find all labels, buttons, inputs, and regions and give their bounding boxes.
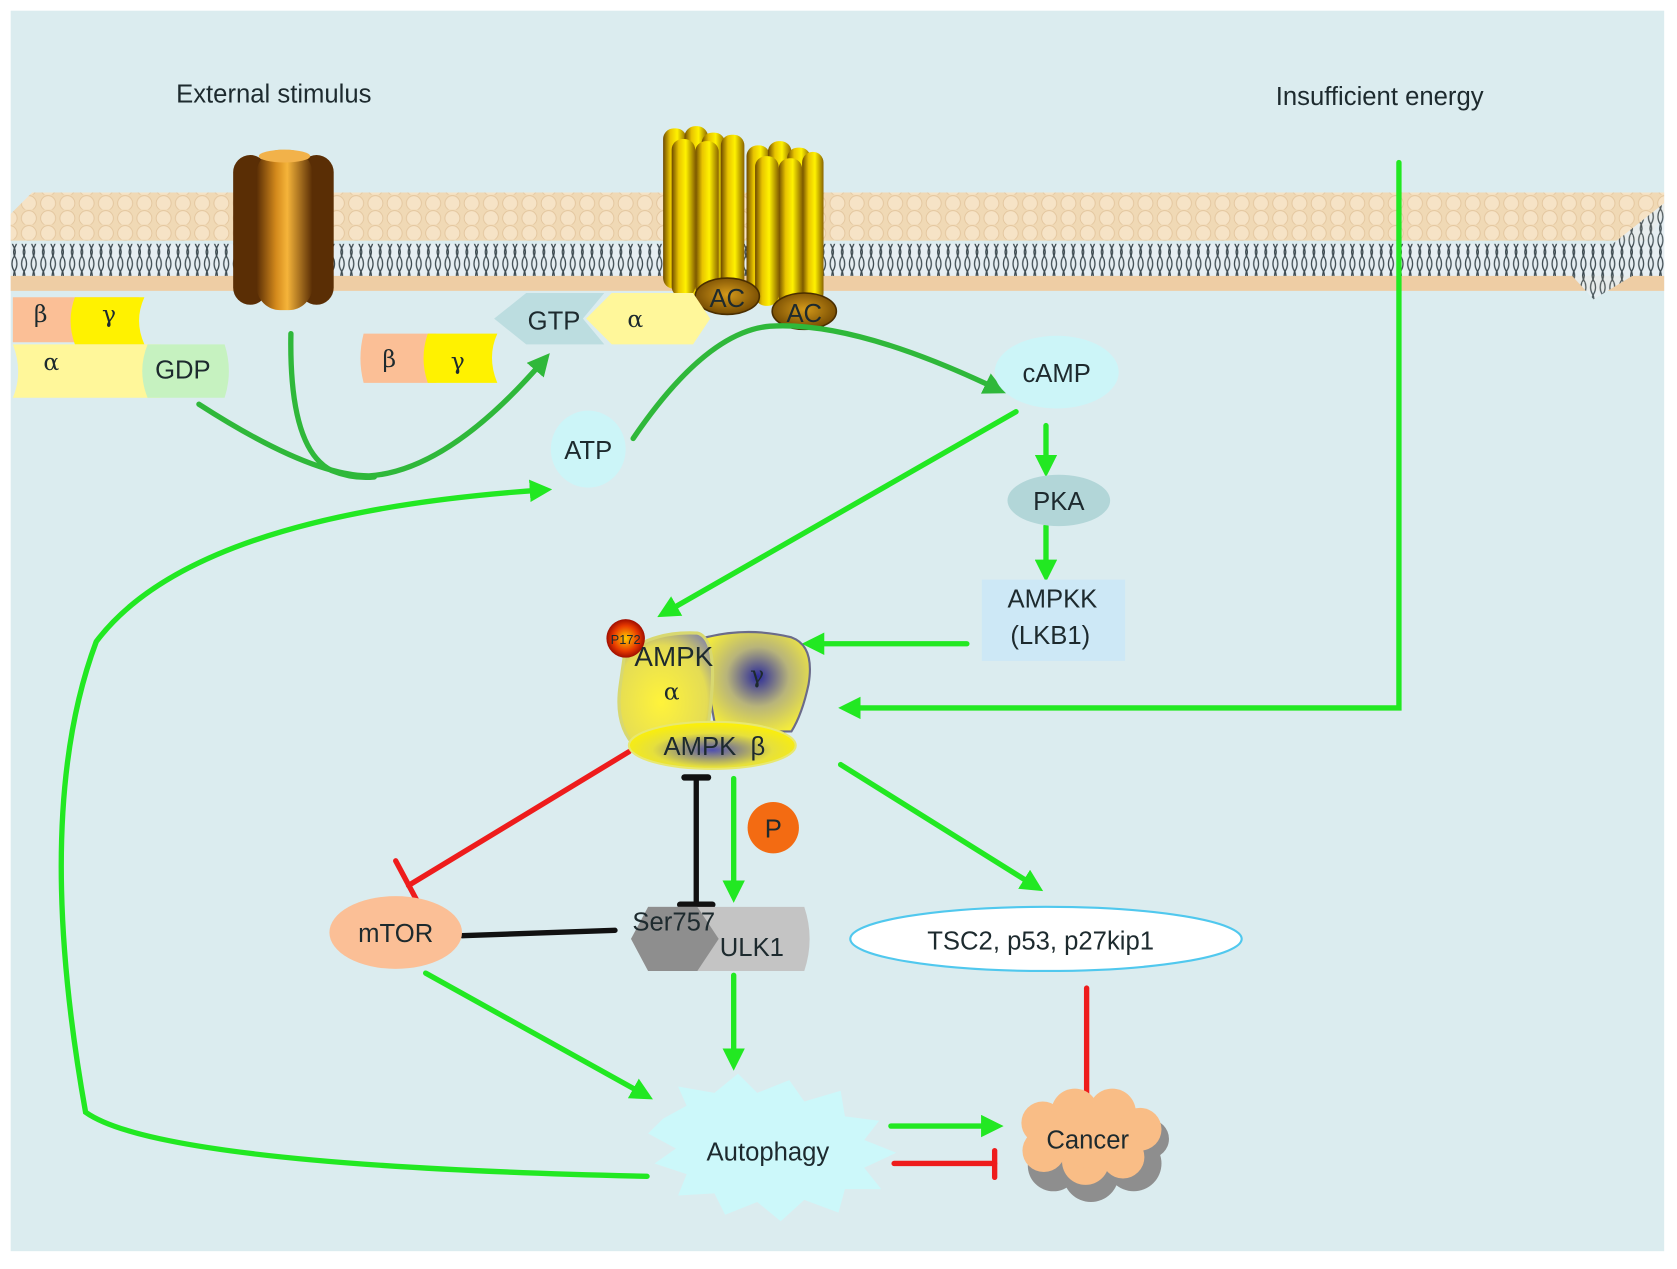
cancer-label: Cancer [1046, 1127, 1129, 1155]
edges [58, 159, 1402, 1181]
ac-label-1: AC [709, 285, 745, 313]
edge-ampk-to-targets [837, 761, 1044, 892]
ac-node-1[interactable]: AC [694, 277, 761, 316]
ampk-beta-label: AMPK β [664, 733, 766, 761]
camp-label: cAMP [1022, 360, 1090, 388]
ulk1-label: ULK1 [720, 934, 784, 962]
gdp-label: GDP [155, 357, 211, 385]
g-inactive-alpha: α [43, 348, 59, 376]
cancer-node[interactable]: Cancer [1021, 1088, 1169, 1202]
edge-energy-to-ampk [838, 159, 1402, 720]
g-inactive-beta: β [34, 300, 48, 328]
g-inactive-gamma: γ [102, 300, 116, 328]
targets-label: TSC2, p53, p27kip1 [927, 928, 1154, 956]
ser757-label: Ser757 [632, 908, 715, 936]
edge-stimulus-down [288, 330, 378, 481]
ampk-alpha-label: α [664, 677, 680, 705]
p172-phospho-icon [606, 619, 645, 658]
phospho-node: P [747, 802, 799, 854]
g-protein-beta-gamma[interactable]: β γ [360, 333, 498, 383]
edge-autophagy-to-atp [58, 479, 650, 1179]
insufficient-energy-label: Insufficient energy [1276, 83, 1484, 111]
g-active-gamma: γ [451, 347, 465, 375]
ulk1-node[interactable]: Ser757 ULK1 [631, 906, 810, 971]
mtor-label: mTOR [358, 920, 433, 948]
ampkk-node[interactable]: AMPKK (LKB1) [981, 579, 1126, 661]
g-alpha-gtp[interactable]: GTP α [494, 293, 711, 345]
edge-ampk-inhibits-mtor [405, 749, 632, 889]
lkb1-label: (LKB1) [1010, 622, 1090, 650]
p172-label: P172 [611, 632, 641, 647]
pka-node[interactable]: PKA [1007, 474, 1111, 527]
atp-node[interactable]: ATP [550, 410, 626, 488]
edge-atp-to-camp [630, 323, 1007, 442]
gtp-label: GTP [528, 307, 581, 335]
autophagy-label: Autophagy [707, 1138, 830, 1166]
phospho-label: P [765, 815, 782, 843]
mtor-node[interactable]: mTOR [329, 896, 463, 969]
autophagy-node[interactable]: Autophagy [648, 1073, 897, 1222]
pka-label: PKA [1033, 488, 1085, 516]
g-active-alpha: α [627, 305, 643, 333]
edge-camp-to-ampk [657, 409, 1019, 618]
camp-node[interactable]: cAMP [994, 335, 1119, 409]
edge-mtor-to-autophagy [422, 970, 653, 1100]
edge-mtor-ser757-link [459, 927, 618, 939]
g-active-beta: β [382, 345, 396, 373]
external-stimulus-label: External stimulus [176, 81, 371, 109]
receptor-channel-icon [233, 149, 334, 311]
ampk-gamma-label: γ [750, 660, 764, 688]
g-protein-inactive[interactable]: β γ α GDP [12, 297, 229, 398]
ac-label-2: AC [786, 300, 822, 328]
atp-label: ATP [564, 437, 612, 465]
adenylyl-cyclase-icon [663, 126, 824, 308]
ampk-complex[interactable]: P172 AMPK α γ AMPK β [606, 619, 811, 770]
ac-node-2[interactable]: AC [771, 292, 838, 331]
ampk-top-label: AMPK [634, 641, 713, 672]
ampkk-label: AMPKK [1007, 585, 1097, 613]
targets-node[interactable]: TSC2, p53, p27kip1 [849, 905, 1243, 973]
